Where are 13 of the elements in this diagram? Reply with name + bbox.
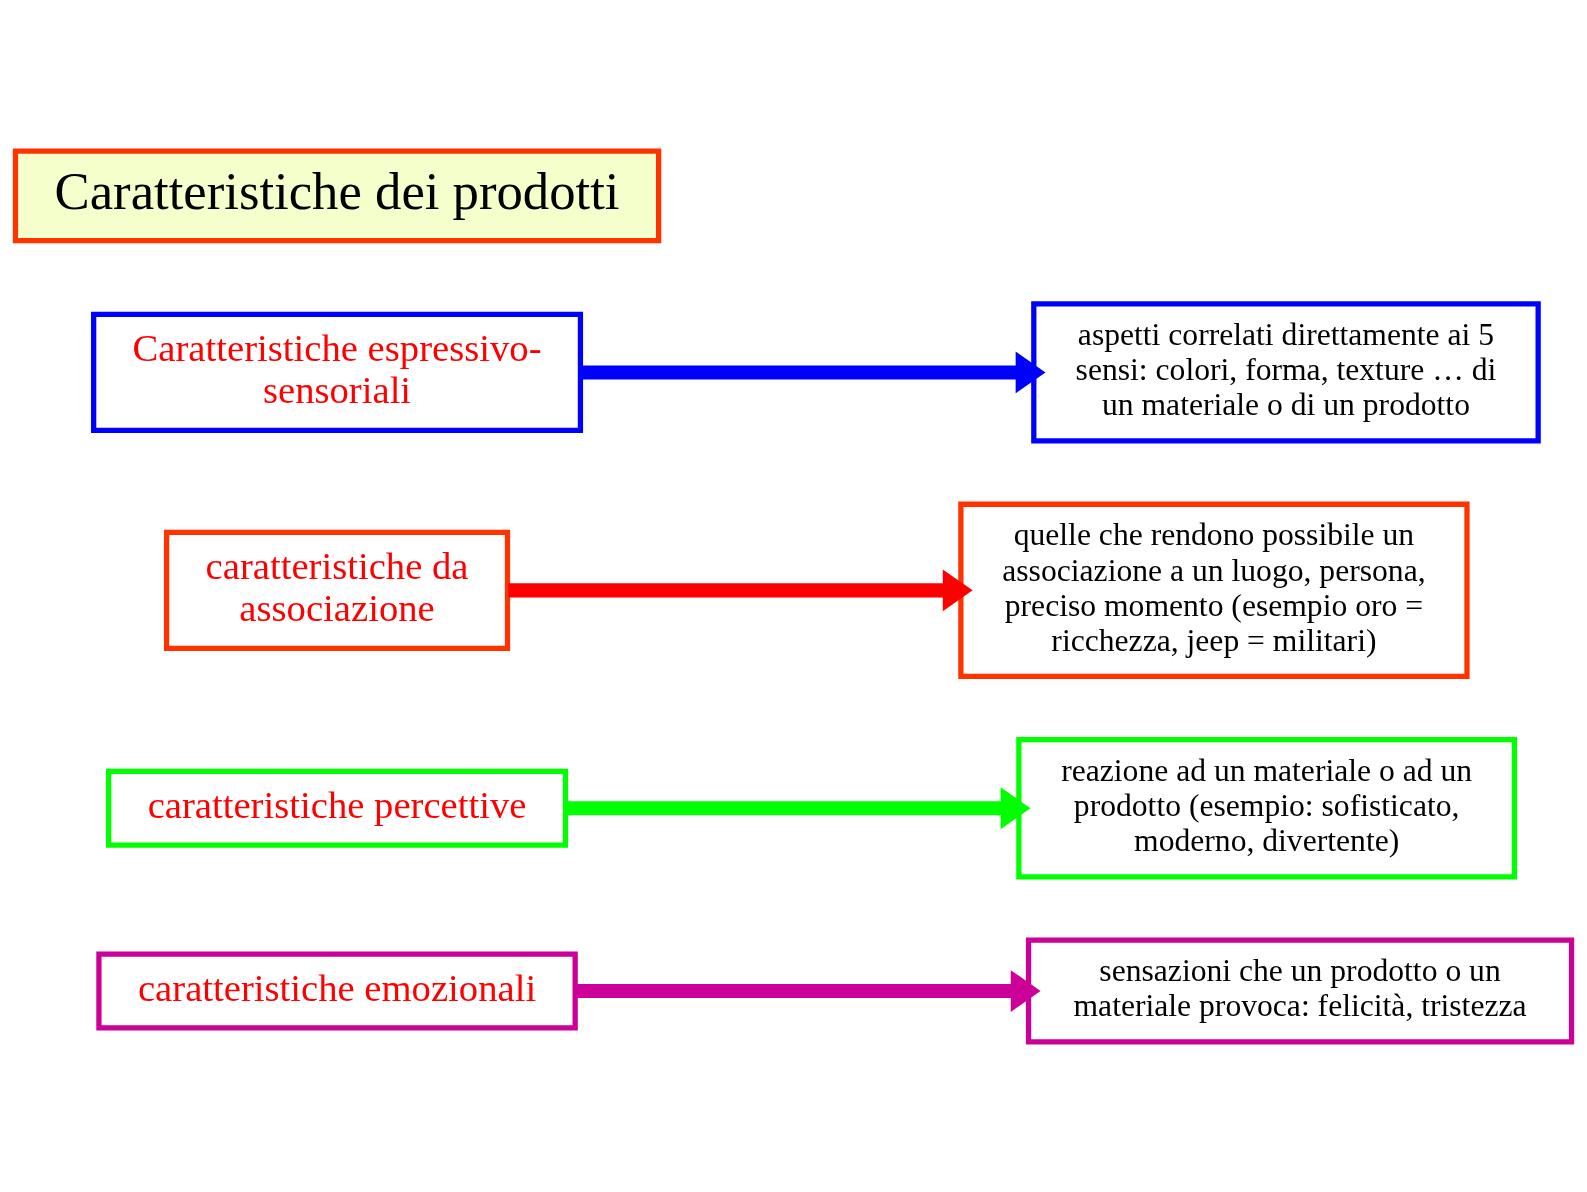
node-box: quelle che rendono possibile un associazione a un luogo, persona, preciso momento (esempio oro = ricchezza, jeep = militari): [958, 501, 1470, 679]
node-box: Caratteristiche espressivo-sensoriali: [91, 311, 584, 433]
arrow: [575, 969, 1041, 1012]
node-box: caratteristiche emozionali: [96, 950, 578, 1031]
arrow: [580, 351, 1046, 393]
node-box: Caratteristiche dei prodotti: [12, 147, 662, 243]
node-box: sensazioni che un prodotto o un materiale provoca: felicità, tristezza: [1025, 936, 1575, 1045]
node-box: reazione ad un materiale o ad un prodotto (esempio: sofisticato, moderno, divertente): [1016, 736, 1518, 879]
node-box: caratteristiche da associazione: [163, 529, 511, 651]
node-box: caratteristiche percettive: [105, 768, 569, 848]
node-box: aspetti correlati direttamente ai 5 sensi: colori, forma, texture … di un materiale o di un prodotto: [1031, 300, 1541, 444]
arrow: [508, 568, 973, 611]
arrow: [565, 786, 1031, 829]
